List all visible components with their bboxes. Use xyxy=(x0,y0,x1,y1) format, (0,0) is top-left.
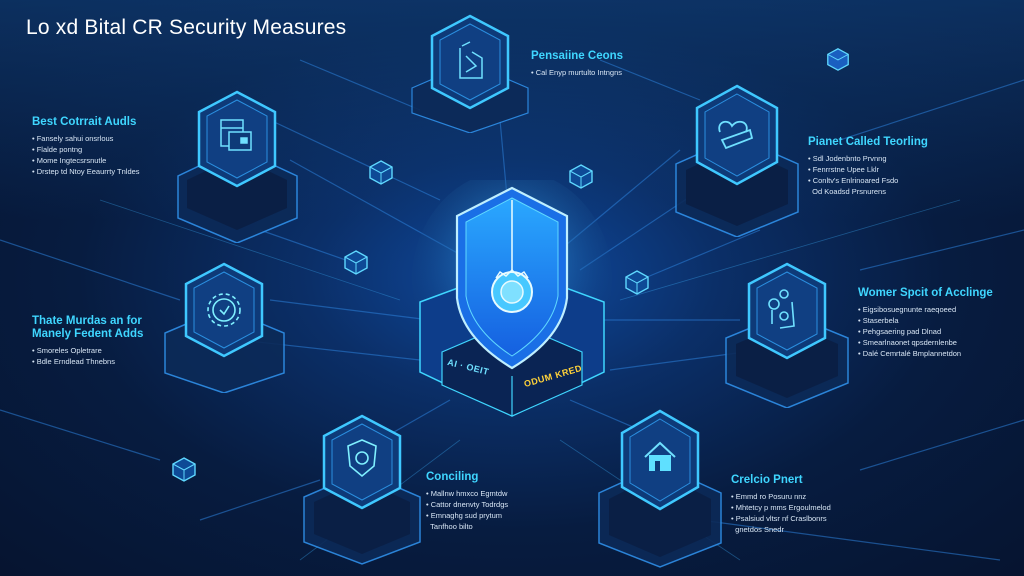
cloud-key-icon xyxy=(718,120,754,150)
list-item: Cal Enyp murtulto Intngns xyxy=(531,67,623,78)
list-item: Emnaghg sud prytum xyxy=(426,510,508,521)
node-training xyxy=(675,84,799,237)
list-item: Flalde pontng xyxy=(32,144,140,155)
users-network-icon xyxy=(768,289,795,329)
list-item: Tanfhoo bilto xyxy=(430,522,473,531)
list-item: Cattor dnenvty Todrdgs xyxy=(426,499,508,510)
label-heading: Womer Spcit of Acclinge xyxy=(858,287,993,299)
cube-icon xyxy=(625,270,649,295)
page-title: Lo xd Bital CR Security Measures xyxy=(26,16,347,39)
list-item: Sdl Jodenbnto Prvnng xyxy=(808,153,928,164)
list-item: Conltv's Enlrinoared Fsdo xyxy=(808,175,928,186)
list-item: Fansely sahui onsrlous xyxy=(32,133,140,144)
central-shield xyxy=(412,180,612,417)
node-fraud-prevention xyxy=(164,262,285,393)
list-item: Bdle Erndlead Thnebns xyxy=(32,356,157,367)
list-item: gnetdos Snedr xyxy=(735,525,784,534)
cube-icon xyxy=(569,164,593,189)
circuit-lock-icon xyxy=(459,41,483,79)
label-heading: Thate Murdas an for Manely Fedent Adds xyxy=(32,315,144,340)
shield-lock-icon xyxy=(491,268,533,313)
list-item: Eigsibosuegnunte raeqoeed xyxy=(858,304,993,315)
list-item: Mome Ingtecsrsnutle xyxy=(32,155,140,166)
audit-documents-icon xyxy=(220,119,252,151)
list-item: Od Koadsd Prsnurens xyxy=(812,187,886,196)
label-access: Womer Spcit of Acclinge Eigsibosuegnunte… xyxy=(858,287,993,359)
list-item: Smearlnaonet qpsdernlenbe xyxy=(858,337,993,348)
label-protection: Crelcio Pnert Emmd ro Posuru nnz Mhtetcy… xyxy=(731,474,831,535)
node-consulting xyxy=(303,414,421,565)
list-item: Psalsiud vltsr nf Craslbonrs xyxy=(731,513,831,524)
label-heading: Best Cotrrait Audls xyxy=(32,116,137,128)
label-consulting: Conciling Mallnw hmxco Egmtdw Cattor dne… xyxy=(426,471,508,532)
node-encryption xyxy=(411,14,529,133)
list-item: Emmd ro Posuru nnz xyxy=(731,491,831,502)
list-item: Dalé Cemrtalé Bmplannetdon xyxy=(858,348,993,359)
label-heading: Pianet Called Teorling xyxy=(808,136,928,148)
label-encryption: Pensaiine Ceons Cal Enyp murtulto Intngn… xyxy=(531,50,623,78)
list-item: Mhtetcy p mms Ergoulmelod xyxy=(731,502,831,513)
list-item: Smoreles Opletrare xyxy=(32,345,157,356)
node-audit xyxy=(177,90,298,243)
list-item: Pehgsaering pad Dlnad xyxy=(858,326,993,337)
node-access xyxy=(725,262,849,408)
label-heading: Crelcio Pnert xyxy=(731,474,803,486)
label-audits: Best Cotrrait Audls Fansely sahui onsrlo… xyxy=(32,116,140,177)
label-fraud-prevention: Thate Murdas an for Manely Fedent Adds S… xyxy=(32,315,157,367)
label-training: Pianet Called Teorling Sdl Jodenbnto Prv… xyxy=(808,136,928,197)
cube-icon xyxy=(172,457,196,482)
gear-shield-icon xyxy=(207,293,241,327)
list-item: Fenrrstne Upee Lklr xyxy=(808,164,928,175)
list-item: Mallnw hmxco Egmtdw xyxy=(426,488,508,499)
cube-icon xyxy=(827,48,849,71)
home-lock-icon xyxy=(644,441,676,471)
list-item: Staserbela xyxy=(858,315,993,326)
shield-key-icon xyxy=(347,439,377,478)
cube-icon xyxy=(344,250,368,275)
list-item: Drstep td Ntoy Eeaurrty Tnldes xyxy=(32,166,140,177)
label-heading: Pensaiine Ceons xyxy=(531,50,624,62)
node-protection xyxy=(598,409,722,568)
cube-icon xyxy=(369,160,393,185)
label-heading: Conciling xyxy=(426,471,479,483)
